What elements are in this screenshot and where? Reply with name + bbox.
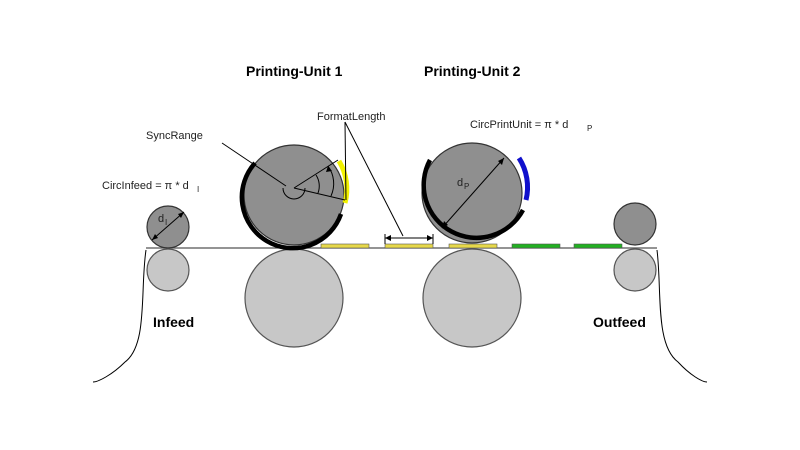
circ-print-unit-sub: P [587,124,592,133]
format-length-label: FormatLength [317,111,385,123]
unit2-arrowhead-b [498,158,504,165]
circ-print-unit-label: CircPrintUnit = π * d [470,119,568,131]
unit2-arrowhead-a [442,221,448,228]
outfeed-top-roll [613,202,657,246]
web-infeed-curve [92,249,147,383]
sync-range-leader [221,142,287,187]
unit1-bottom-cylinder [244,248,344,348]
di-label: d [158,213,164,225]
dp-sub: P [464,182,469,191]
print-green-2 [573,243,623,249]
unit1-sync-arc [282,187,306,200]
unit2-sleeve-arc [421,158,525,240]
circ-infeed-sub: I [197,185,199,194]
unit1-title: Printing-Unit 1 [246,63,343,79]
outfeed-bottom-roll [613,248,657,292]
unit1-angle-arrowhead [326,166,332,172]
format-length-leader-b [344,121,347,201]
unit1-radius-b [293,187,346,201]
print-yellow-1 [320,243,370,249]
outfeed-label: Outfeed [593,314,646,330]
print-yellow-2 [384,243,434,249]
format-length-leader-a [344,121,404,237]
sync-range-label: SyncRange [146,130,203,142]
web-outfeed-curve [656,249,708,383]
di-sub: I [165,218,167,227]
format-length-arrow-right [427,235,433,241]
infeed-top-roll [146,205,190,249]
print-green-1 [511,243,561,249]
dp-label: d [457,177,463,189]
print-yellow-3 [448,243,498,249]
infeed-bottom-roll [146,248,190,292]
circ-infeed-label: CircInfeed = π * d [102,180,189,192]
unit2-bottom-cylinder [422,248,522,348]
infeed-arrowhead-b [178,212,184,218]
infeed-diameter-line [151,211,185,241]
unit1-sleeve-arc [239,161,344,251]
unit2-title: Printing-Unit 2 [424,63,521,79]
format-length-arrow-left [385,235,391,241]
unit1-angle-arc-inner [315,174,320,194]
infeed-arrowhead-a [152,234,158,240]
unit2-diameter-line [441,157,505,229]
infeed-label: Infeed [153,314,194,330]
unit1-radius-a [293,159,339,189]
unit2-plate [516,156,531,201]
